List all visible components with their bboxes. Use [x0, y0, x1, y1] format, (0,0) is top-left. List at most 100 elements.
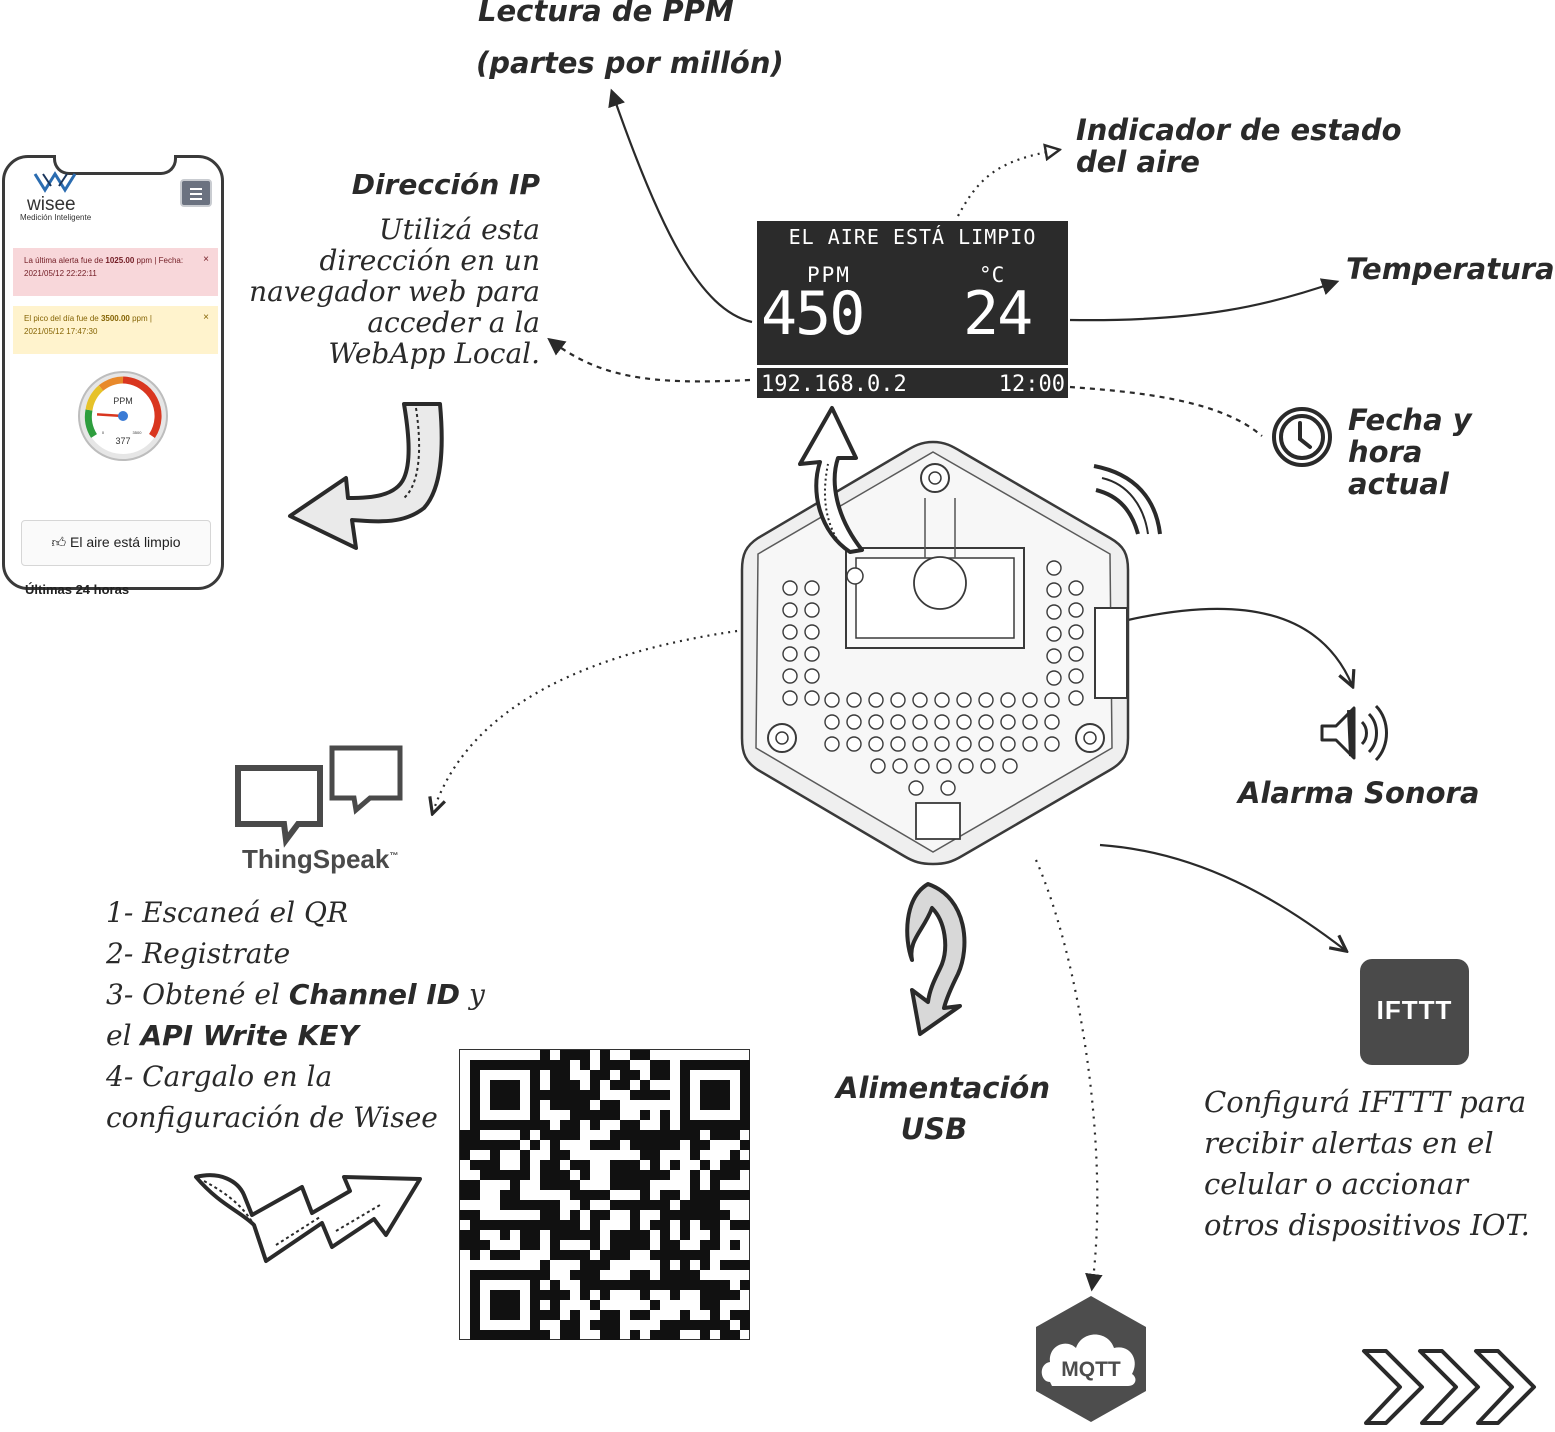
qr-module — [600, 1310, 610, 1320]
qr-module — [470, 1250, 480, 1260]
qr-module — [590, 1220, 600, 1230]
thingspeak-arrow — [433, 628, 745, 812]
qr-module — [510, 1180, 520, 1190]
qr-module — [510, 1170, 520, 1180]
qr-module — [550, 1060, 560, 1070]
datetime-label-line1: Fecha y hora — [1348, 403, 1472, 469]
qr-module — [550, 1250, 560, 1260]
qr-module — [580, 1250, 590, 1260]
qr-module — [740, 1320, 750, 1330]
qr-module — [540, 1060, 550, 1070]
qr-module — [520, 1170, 530, 1180]
clock-icon — [1272, 407, 1332, 467]
menu-button[interactable] — [180, 179, 212, 207]
vent-hole — [934, 692, 950, 708]
qr-module — [640, 1140, 650, 1150]
qr-module — [700, 1280, 710, 1290]
qr-module — [700, 1260, 710, 1270]
gauge-value: 377 — [115, 436, 130, 446]
qr-module — [580, 1050, 590, 1060]
close-icon[interactable]: × — [203, 254, 209, 265]
vent-hole — [782, 646, 798, 662]
thumbs-up-icon: 👍︎ — [51, 534, 67, 550]
qr-module — [540, 1210, 550, 1220]
vent-hole — [1046, 560, 1062, 576]
qr-module — [600, 1210, 610, 1220]
vent-hole — [782, 602, 798, 618]
ifttt-desc-line: Configurá IFTTT para — [1204, 1085, 1527, 1119]
qr-module — [500, 1190, 510, 1200]
qr-module — [610, 1320, 620, 1330]
vent-hole — [978, 736, 994, 752]
qr-module — [630, 1050, 640, 1060]
qr-module — [470, 1130, 480, 1140]
qr-module — [650, 1300, 660, 1310]
vent-hole — [804, 580, 820, 596]
vent-hole — [980, 758, 996, 774]
qr-module — [660, 1130, 670, 1140]
qr-module — [470, 1220, 480, 1230]
qr-code[interactable] — [459, 1049, 751, 1341]
thingspeak-tm: ™ — [389, 850, 399, 861]
vent-hole — [1022, 714, 1038, 730]
step-3-tail: y — [460, 978, 485, 1011]
qr-module — [470, 1230, 480, 1240]
qr-module — [730, 1150, 740, 1160]
qr-module — [650, 1140, 660, 1150]
qr-module — [730, 1170, 740, 1180]
qr-module — [630, 1090, 640, 1100]
qr-module — [590, 1240, 600, 1250]
qr-module — [560, 1080, 570, 1090]
air-status-button[interactable]: 👍︎ El aire está limpio — [21, 520, 211, 566]
qr-module — [490, 1290, 520, 1320]
qr-module — [610, 1230, 620, 1240]
close-icon[interactable]: × — [203, 312, 209, 323]
vent-hole — [1000, 692, 1016, 708]
qr-module — [520, 1130, 530, 1140]
qr-module — [520, 1160, 530, 1170]
qr-module — [570, 1120, 580, 1130]
display-ip: 192.168.0.2 — [761, 372, 907, 397]
display-temp-value: 24 — [963, 279, 1033, 349]
qr-module — [660, 1330, 670, 1340]
qr-module — [690, 1190, 700, 1200]
qr-module — [690, 1150, 700, 1160]
phone-tagline: Medición Inteligente — [20, 213, 92, 222]
qr-module — [680, 1210, 690, 1220]
qr-module — [740, 1140, 750, 1150]
qr-module — [640, 1080, 650, 1090]
gauge-max: 3500 — [133, 430, 143, 435]
qr-module — [550, 1280, 560, 1290]
qr-module — [560, 1090, 570, 1100]
qr-module — [490, 1080, 520, 1110]
phone-brand: wisee — [27, 194, 76, 215]
qr-module — [700, 1290, 710, 1300]
qr-module — [740, 1260, 750, 1270]
qr-module — [520, 1150, 530, 1160]
vent-hole — [958, 758, 974, 774]
qr-module — [650, 1170, 660, 1180]
qr-module — [670, 1260, 680, 1270]
qr-module — [590, 1230, 600, 1240]
qr-module — [540, 1160, 550, 1170]
air-status-label: El aire está limpio — [70, 534, 181, 550]
qr-module — [550, 1160, 560, 1170]
chat-bubbles-icon — [235, 745, 403, 848]
qr-module — [550, 1290, 560, 1300]
step-3-text: 3- Obtené el — [106, 978, 289, 1011]
qr-module — [570, 1130, 580, 1140]
qr-module — [540, 1260, 550, 1270]
qr-module — [600, 1330, 610, 1340]
qr-module — [580, 1200, 590, 1210]
qr-module — [570, 1330, 580, 1340]
vent-hole — [868, 714, 884, 730]
indicator-label: Indicador de estado del aire — [1076, 114, 1402, 178]
qr-module — [600, 1320, 610, 1330]
qr-module — [710, 1310, 720, 1320]
qr-module — [570, 1190, 580, 1200]
qr-module — [660, 1240, 670, 1250]
qr-module — [620, 1060, 630, 1070]
qr-module — [460, 1230, 470, 1240]
qr-module — [600, 1190, 610, 1200]
qr-module — [590, 1210, 600, 1220]
